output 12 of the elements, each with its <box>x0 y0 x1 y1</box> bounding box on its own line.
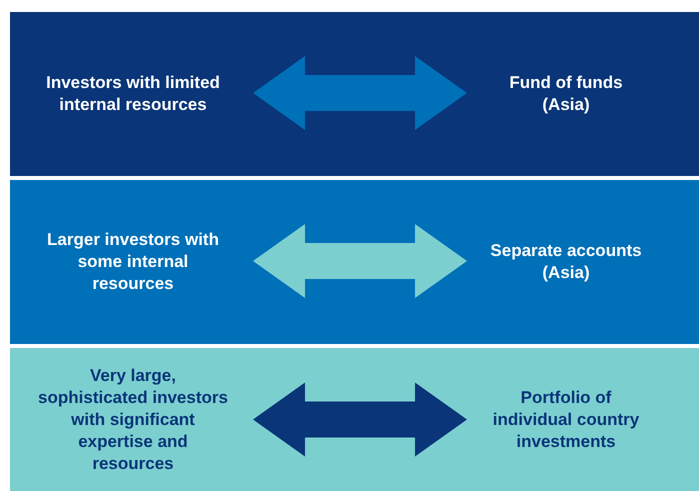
double-arrow <box>253 56 467 130</box>
node-text: Portfolio of individual country investments <box>492 386 640 452</box>
band-background <box>10 12 699 176</box>
node-text: Investors with limited internal resources <box>45 72 221 116</box>
double-arrow <box>253 224 467 298</box>
node-text: Separate accounts (Asia) <box>489 240 643 284</box>
band-background <box>10 348 699 491</box>
double-arrow <box>253 382 467 456</box>
node-text: Fund of funds (Asia) <box>508 72 624 116</box>
node-text: Larger investors with some internal resources <box>46 229 220 295</box>
node-text: Very large, sophisticated investors with significant expertise and resources <box>38 364 228 474</box>
band-background <box>10 180 699 344</box>
